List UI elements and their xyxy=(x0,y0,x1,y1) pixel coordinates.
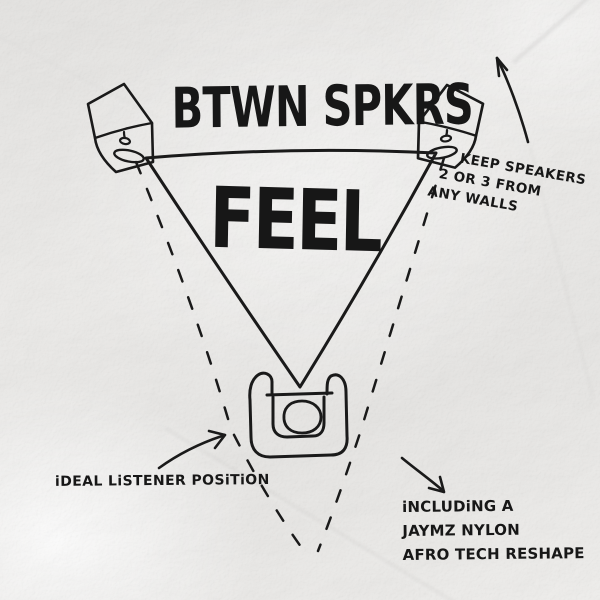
stereo-triangle-shape xyxy=(144,148,438,389)
listener-head-shape xyxy=(282,399,323,435)
right-speaker-icon xyxy=(416,83,485,169)
left-speaker-icon xyxy=(86,82,155,174)
remix-credit-note: iNCLUDiNG A JAYMZ NYLON AFRO TECH RESHAP… xyxy=(402,493,585,567)
listener-note-arrow xyxy=(157,429,227,470)
wall-note-arrow xyxy=(495,56,530,144)
listener-chair-icon xyxy=(248,371,349,459)
right-speaker-dashed-axis xyxy=(316,156,446,553)
listener-position-note: iDEAL LiSTENER POSiTiON xyxy=(54,472,270,490)
credit-note-line: AFRO TECH RESHAPE xyxy=(402,544,585,564)
credit-note-arrow xyxy=(400,456,446,494)
left-speaker-dashed-axis xyxy=(134,160,306,553)
feel-zone-label: FEEL xyxy=(208,168,382,272)
album-title: BTWN SPKRS xyxy=(171,72,474,142)
credit-note-line: JAYMZ NYLON xyxy=(402,520,521,540)
credit-note-line: iNCLUDiNG A xyxy=(402,496,514,516)
